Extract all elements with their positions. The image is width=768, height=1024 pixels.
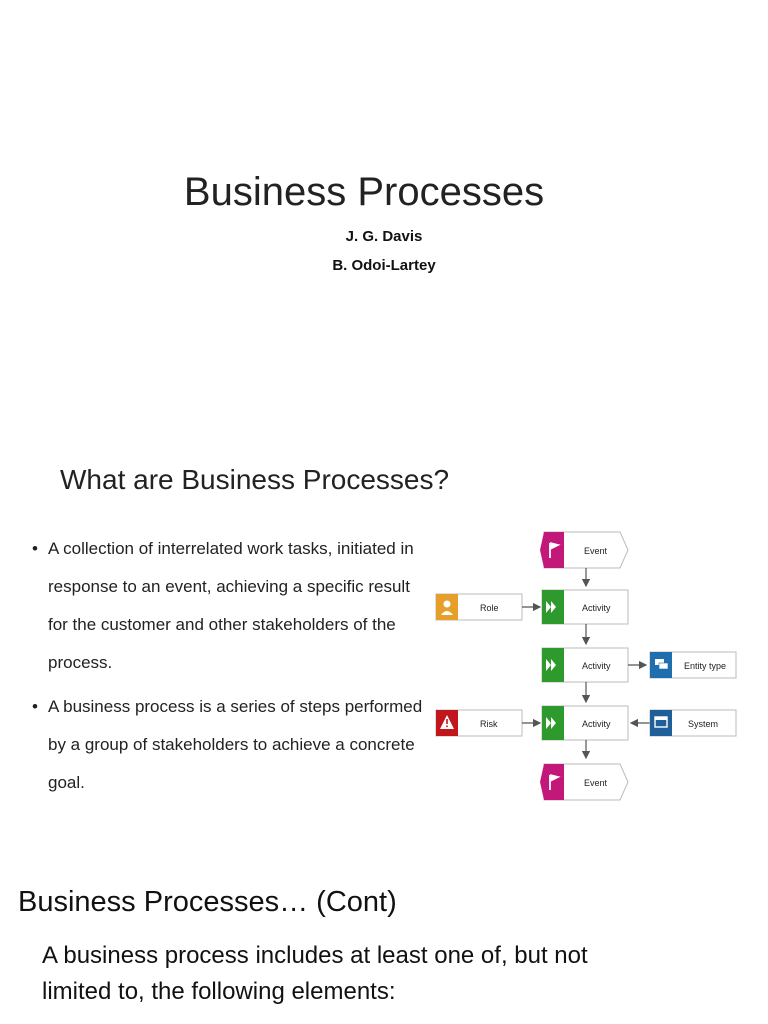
process-diagram: Event Role Activity: [435, 531, 737, 801]
event-node: Event: [540, 531, 629, 569]
bullet-item: A collection of interrelated work tasks,…: [32, 530, 432, 682]
node-label: Event: [584, 778, 608, 788]
node-label: Event: [584, 546, 608, 556]
node-label: Entity type: [684, 661, 726, 671]
flag-icon: [549, 542, 561, 558]
window-icon: [654, 716, 668, 728]
entity-icon: [655, 659, 669, 670]
node-label: Role: [480, 603, 499, 613]
risk-node: Risk: [435, 709, 523, 737]
slide-title: Business Processes… (Cont): [18, 886, 397, 918]
entity-type-node: Entity type: [649, 651, 737, 679]
node-label: System: [688, 719, 718, 729]
bullet-item: A business process is a series of steps …: [32, 688, 432, 802]
title-slide: Business Processes J. G. Davis B. Odoi-L…: [0, 0, 768, 430]
role-node: Role: [435, 593, 523, 621]
cont-slide: Business Processes… (Cont) A business pr…: [0, 850, 768, 1024]
definition-slide: What are Business Processes? A collectio…: [0, 430, 768, 850]
activity-node: Activity: [541, 647, 629, 683]
slide-title: Business Processes: [183, 170, 545, 214]
node-label: Activity: [582, 719, 611, 729]
person-icon: [441, 600, 453, 615]
node-label: Activity: [582, 661, 611, 671]
author-name: J. G. Davis: [345, 228, 423, 245]
fast-forward-icon: [546, 717, 556, 729]
fast-forward-icon: [546, 601, 556, 613]
slide-body-text: A business process includes at least one…: [42, 942, 588, 1005]
warning-icon: [440, 715, 454, 729]
node-label: Risk: [480, 719, 498, 729]
node-label: Activity: [582, 603, 611, 613]
flag-icon: [549, 774, 561, 790]
activity-node: Activity: [541, 705, 629, 741]
event-node: Event: [540, 763, 629, 801]
activity-node: Activity: [541, 589, 629, 625]
bullet-list: A collection of interrelated work tasks,…: [32, 530, 432, 808]
fast-forward-icon: [546, 659, 556, 671]
slide-title: What are Business Processes?: [60, 464, 450, 495]
system-node: System: [649, 709, 737, 737]
author-name: B. Odoi-Lartey: [332, 257, 436, 274]
